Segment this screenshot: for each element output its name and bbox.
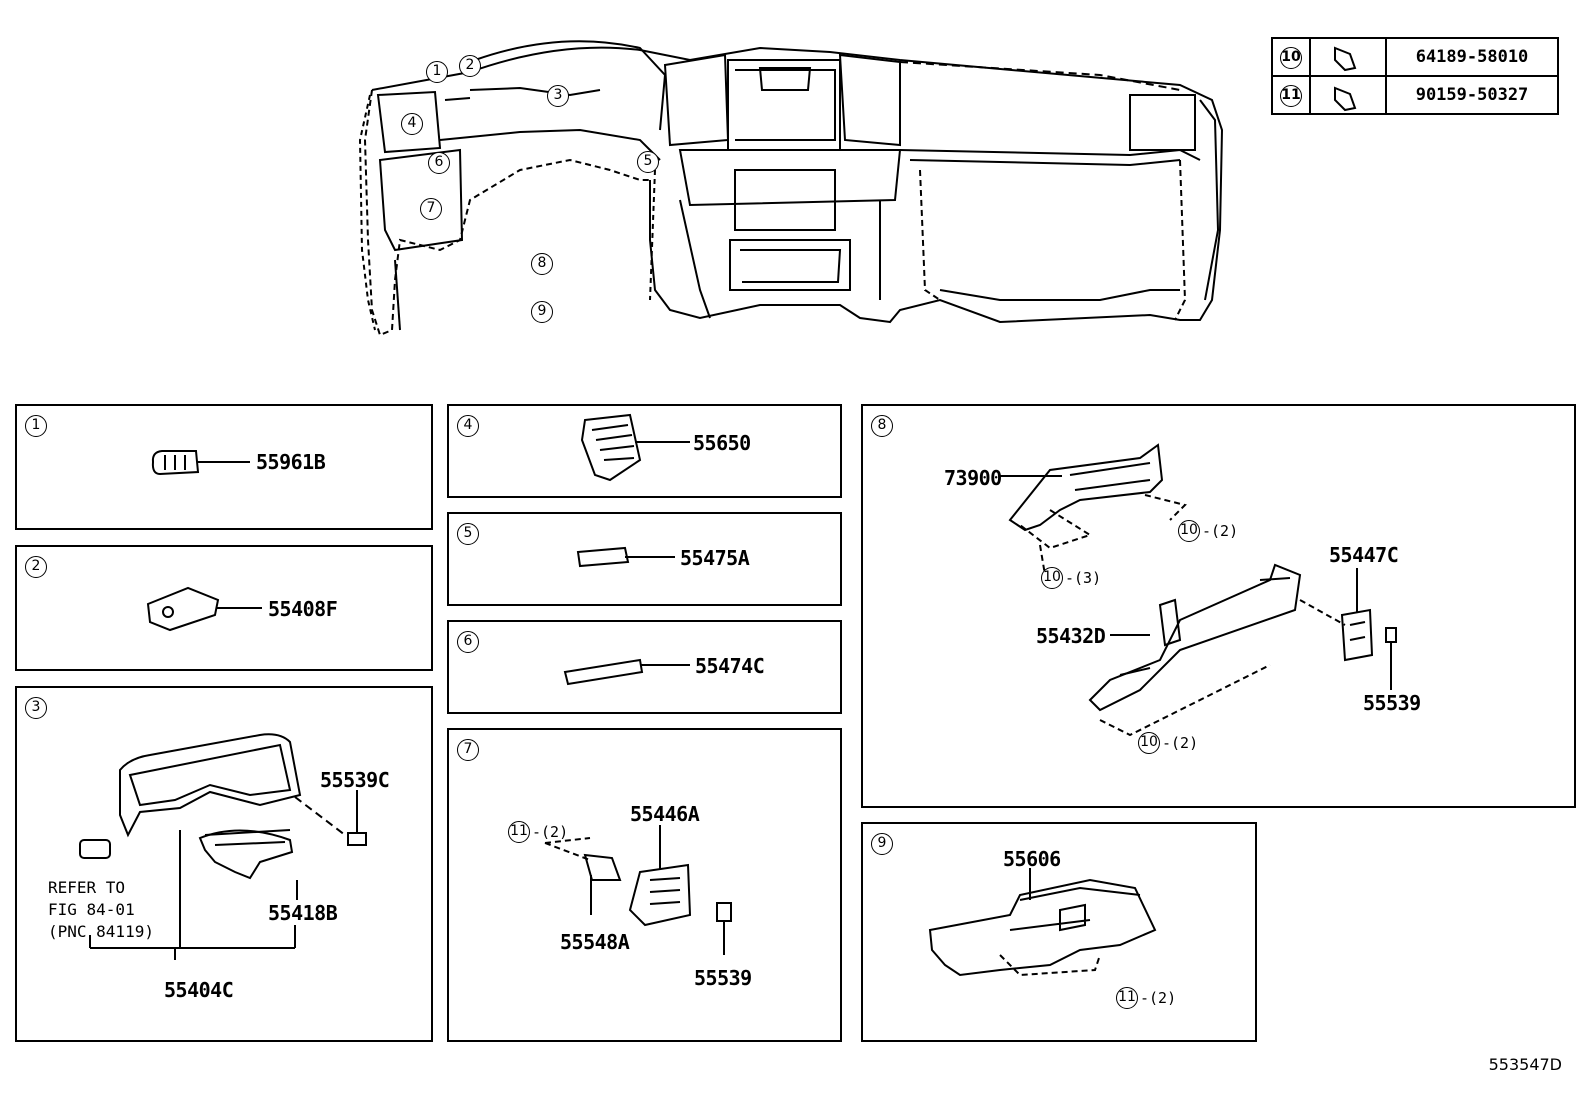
callout-circle: 11: [1280, 84, 1302, 107]
panel-6: [447, 620, 842, 714]
fastener-callout[interactable]: 11: [1116, 987, 1138, 1009]
part-number-label[interactable]: 55474C: [695, 654, 765, 678]
fastener-callout[interactable]: 10: [1138, 732, 1160, 754]
overview-callout[interactable]: 7: [420, 198, 442, 220]
overview-callout[interactable]: 4: [401, 113, 423, 135]
legend-part-number: 64189-58010: [1385, 37, 1559, 77]
part-number-label[interactable]: 55447C: [1329, 543, 1399, 567]
panel-callout: 1: [25, 415, 47, 437]
part-number-label[interactable]: 55446A: [630, 802, 700, 826]
fastener-quantity: -(2): [1202, 522, 1239, 540]
fastener-callout[interactable]: 10: [1041, 567, 1063, 589]
callout-circle: 10: [1280, 46, 1302, 69]
overview-callout[interactable]: 8: [531, 253, 553, 275]
panel-4: [447, 404, 842, 498]
bolt-icon: [1309, 37, 1387, 77]
part-number-label[interactable]: 55650: [693, 431, 751, 455]
panel-callout: 4: [457, 415, 479, 437]
overview-callout[interactable]: 2: [459, 55, 481, 77]
panel-callout: 5: [457, 523, 479, 545]
bolt-icon: [1309, 75, 1387, 115]
panel-callout: 7: [457, 739, 479, 761]
fastener-legend-table: 10 64189-58010 11 90159-50327: [1271, 37, 1559, 115]
instrument-panel-overview-drawing: [358, 40, 1224, 337]
fastener-quantity: -(2): [1162, 734, 1199, 752]
panel-5: [447, 512, 842, 606]
note-line: (PNC 84119): [48, 922, 154, 941]
fastener-quantity: -(2): [532, 823, 569, 841]
panel-8: [861, 404, 1576, 808]
legend-row: 10 64189-58010: [1271, 37, 1559, 77]
part-number-label[interactable]: 55539: [1363, 691, 1421, 715]
legend-ref-cell: 11: [1271, 75, 1311, 115]
part-number-label[interactable]: 55606: [1003, 847, 1061, 871]
overview-callout[interactable]: 5: [637, 151, 659, 173]
part-number-label[interactable]: 73900: [944, 466, 1002, 490]
panel-callout: 6: [457, 631, 479, 653]
panel-1: [15, 404, 433, 530]
note-line: FIG 84-01: [48, 900, 135, 919]
part-number-label[interactable]: 55539C: [320, 768, 390, 792]
fastener-quantity: -(3): [1065, 569, 1102, 587]
legend-row: 11 90159-50327: [1271, 75, 1559, 115]
panel-callout: 2: [25, 556, 47, 578]
fastener-callout[interactable]: 11: [508, 821, 530, 843]
diagram-code: 553547D: [1488, 1055, 1562, 1074]
part-number-label[interactable]: 55408F: [268, 597, 338, 621]
panel-callout: 8: [871, 415, 893, 437]
part-number-label[interactable]: 55432D: [1036, 624, 1106, 648]
part-number-label[interactable]: 55539: [694, 966, 752, 990]
legend-ref-cell: 10: [1271, 37, 1311, 77]
panel-callout: 3: [25, 697, 47, 719]
legend-part-number: 90159-50327: [1385, 75, 1559, 115]
overview-callout[interactable]: 9: [531, 301, 553, 323]
fastener-callout[interactable]: 10: [1178, 520, 1200, 542]
overview-callout[interactable]: 1: [426, 61, 448, 83]
overview-callout[interactable]: 3: [547, 85, 569, 107]
part-number-label[interactable]: 55404C: [164, 978, 234, 1002]
part-number-label[interactable]: 55548A: [560, 930, 630, 954]
overview-callout[interactable]: 6: [428, 152, 450, 174]
panel-3: [15, 686, 433, 1042]
part-number-label[interactable]: 55961B: [256, 450, 326, 474]
panel-callout: 9: [871, 833, 893, 855]
panel-9: [861, 822, 1257, 1042]
panel-2: [15, 545, 433, 671]
panel-7: [447, 728, 842, 1042]
part-number-label[interactable]: 55475A: [680, 546, 750, 570]
note-line: REFER TO: [48, 878, 126, 897]
reference-note: REFER TO FIG 84-01 (PNC 84119): [48, 877, 154, 943]
fastener-quantity: -(2): [1140, 989, 1177, 1007]
part-number-label[interactable]: 55418B: [268, 901, 338, 925]
